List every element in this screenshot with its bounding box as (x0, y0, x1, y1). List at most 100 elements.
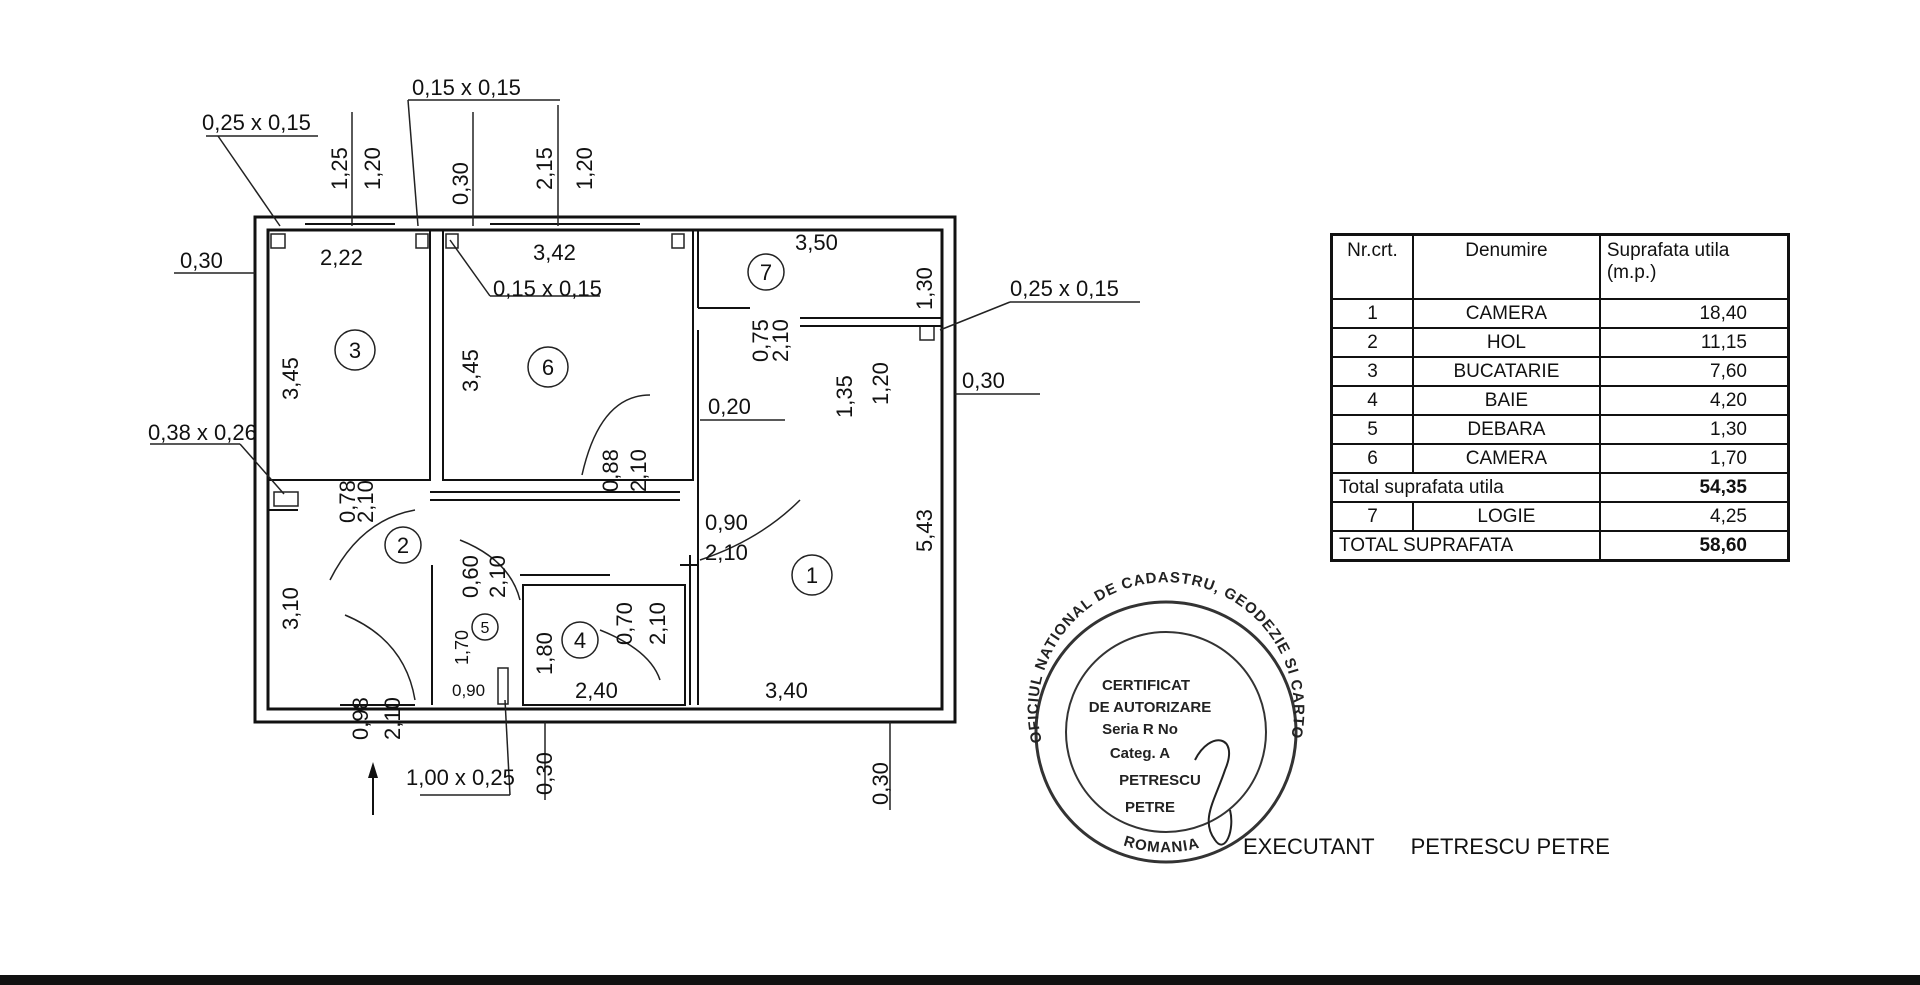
header-area-line1: Suprafata utila (1606, 240, 1730, 261)
room-5-circle (471, 613, 499, 641)
dim-label: 2,10 (485, 555, 510, 598)
table-row: 5 DEBARA 1,30 (1330, 414, 1790, 445)
row-area: 1,70 (1598, 443, 1790, 474)
total-area: 58,60 (1598, 530, 1790, 562)
dim-label: 2,22 (320, 245, 363, 270)
total-util-area: 54,35 (1598, 472, 1790, 503)
total-util-label: Total suprafata utila (1330, 472, 1601, 503)
dim-label: 0,30 (448, 162, 473, 205)
logie-nr: 7 (1330, 501, 1415, 532)
dim-label: 1,20 (360, 147, 385, 190)
pillar-marker (445, 233, 459, 249)
total-label: TOTAL SUPRAFATA (1330, 530, 1601, 562)
dim-label: 0,70 (612, 602, 637, 645)
dim-label: 1,30 (912, 267, 937, 310)
table-header-row: Nr.crt. Denumire Suprafata utila (m.p.) (1330, 233, 1790, 300)
total-util-row: Total suprafata utila 54,35 (1330, 472, 1790, 503)
dim-label: 3,10 (278, 587, 303, 630)
room-4-circle (561, 621, 599, 659)
stamp-bottom-text: ROMANIA (1122, 833, 1202, 857)
dim-label: 1,20 (572, 147, 597, 190)
dim-label: 0,25 x 0,15 (1010, 276, 1119, 301)
dim-label: 2,10 (626, 449, 651, 492)
dim-label: 2,10 (705, 540, 748, 565)
dim-label: 0,30 (962, 368, 1005, 393)
row-name: CAMERA (1412, 443, 1601, 474)
leader-line (217, 135, 281, 227)
dim-label: 1,35 (832, 375, 857, 418)
dim-label: 1,00 x 0,25 (406, 765, 515, 790)
dim-label: 0,30 (868, 762, 893, 805)
row-nr: 3 (1330, 356, 1415, 387)
logie-row: 7 LOGIE 4,25 (1330, 501, 1790, 532)
door-arc-room4 (599, 629, 661, 681)
row-nr: 4 (1330, 385, 1415, 416)
dim-label: 0,20 (708, 394, 751, 419)
wall-room3 (267, 229, 431, 481)
wall-room6 (442, 229, 694, 481)
dim-label: 0,25 x 0,15 (202, 110, 311, 135)
outer-wall (253, 215, 957, 724)
pillar-marker (270, 233, 286, 249)
dim-label: 3,50 (795, 230, 838, 255)
dim-label: 1,20 (868, 362, 893, 405)
leader-line (504, 699, 511, 796)
room-1-circle (791, 554, 833, 596)
table-row: 4 BAIE 4,20 (1330, 385, 1790, 416)
dim-label: 2,10 (380, 697, 405, 740)
room-4-number: 4 (574, 628, 586, 653)
leader-line (939, 301, 1011, 331)
room-3-number: 3 (349, 338, 361, 363)
header-name: Denumire (1412, 233, 1601, 300)
stamp-line: CERTIFICAT (1102, 677, 1190, 694)
logie-area: 4,25 (1598, 501, 1790, 532)
door-arc-room5 (459, 539, 521, 601)
room-6-circle (527, 346, 569, 388)
stamp-line: Seria R No (1102, 721, 1178, 738)
room-7-circle (747, 253, 785, 291)
row-nr: 5 (1330, 414, 1415, 445)
row-area: 11,15 (1598, 327, 1790, 358)
dim-label: 2,10 (353, 480, 378, 523)
dim-label: 0,15 x 0,15 (412, 75, 521, 100)
dim-label: 3,40 (765, 678, 808, 703)
row-name: CAMERA (1412, 298, 1601, 329)
dim-label: 1,70 (452, 630, 472, 665)
wall-room4 (522, 584, 686, 706)
header-area-line2: (m.p.) (1606, 262, 1657, 283)
header-area: Suprafata utila (m.p.) (1598, 233, 1790, 300)
dim-label: 0,75 (748, 319, 773, 362)
dim-label: 5,43 (912, 509, 937, 552)
table-row: 3 BUCATARIE 7,60 (1330, 356, 1790, 387)
door-arc-hall (329, 509, 416, 581)
row-area: 4,20 (1598, 385, 1790, 416)
dim-label: 0,78 (335, 480, 360, 523)
room-6-number: 6 (542, 355, 554, 380)
room-2-number: 2 (397, 533, 409, 558)
leader-line (407, 99, 419, 227)
door-arc-entrance (344, 614, 416, 701)
stamp-bottom-path: ROMANIA (1122, 833, 1201, 857)
dim-label: 0,90 (452, 681, 485, 700)
dim-label: 2,10 (645, 602, 670, 645)
row-nr: 1 (1330, 298, 1415, 329)
stamp-outer-ring (1034, 600, 1298, 864)
room-1-number: 1 (806, 563, 818, 588)
dim-label: 0,90 (705, 510, 748, 535)
door-arc-room1 (699, 499, 801, 561)
row-nr: 6 (1330, 443, 1415, 474)
dim-label: 0,98 (348, 697, 373, 740)
dim-label: 2,40 (575, 678, 618, 703)
signature-mark (1194, 739, 1233, 846)
stamp-inner-ring (1065, 631, 1267, 833)
room-2-circle (384, 526, 422, 564)
dim-label: 0,60 (458, 555, 483, 598)
logie-name: LOGIE (1412, 501, 1601, 532)
table-row: 6 CAMERA 1,70 (1330, 443, 1790, 474)
area-table: Nr.crt. Denumire Suprafata utila (m.p.) … (1330, 233, 1790, 562)
row-name: BUCATARIE (1412, 356, 1601, 387)
row-name: HOL (1412, 327, 1601, 358)
stamp-line: Categ. A (1110, 745, 1170, 762)
